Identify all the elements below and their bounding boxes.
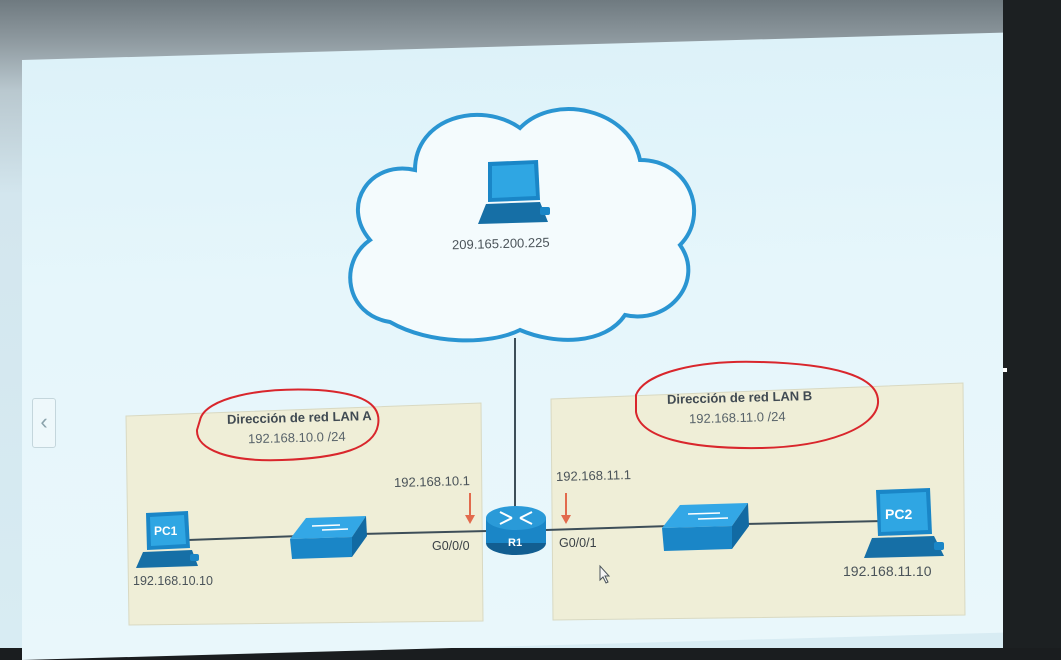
lan-b-box [550,382,966,621]
switch-lan-a-icon [290,516,367,559]
dark-background [1003,0,1061,648]
switch-lan-b-icon [662,503,749,551]
screen-edge-marker [1003,368,1007,372]
cable-router-switch [545,525,671,531]
internet-host-icon [478,160,550,224]
network-diagram [125,107,966,626]
interface-left-ip: 192.168.10.1 [393,473,471,490]
internet-cloud [348,107,697,343]
pc2-icon [864,488,944,558]
lan-a-box [125,402,484,626]
cable-pc1-switch [187,535,301,541]
cable-switch-pc2 [743,520,885,525]
arrow-left-interface [465,493,475,524]
interface-right-name: G0/0/1 [559,536,597,550]
chevron-left-icon: ‹ [40,409,48,434]
lan-b-network: 192.168.11.0 /24 [688,408,786,427]
cable-switch-router [359,530,489,535]
previous-slide-button[interactable]: ‹ [32,398,56,448]
pc1-ip: 192.168.10.10 [133,574,213,588]
annotation-circle-lan-a [195,388,380,462]
pc2-ip: 192.168.11.10 [843,563,932,579]
internet-host-ip: 209.165.200.225 [451,234,550,253]
mouse-cursor-icon [599,564,611,584]
annotation-circle-lan-b [635,360,880,450]
router-icon [486,506,546,555]
lan-a-network: 192.168.10.0 /24 [247,428,346,447]
pc1-icon [136,511,199,568]
pc1-name: PC1 [154,524,178,538]
interface-left-name: G0/0/0 [432,539,470,553]
arrow-right-interface [561,493,571,524]
interface-right-ip: 192.168.11.1 [555,467,632,484]
pc2-name: PC2 [885,506,913,522]
router-name: R1 [508,537,523,549]
